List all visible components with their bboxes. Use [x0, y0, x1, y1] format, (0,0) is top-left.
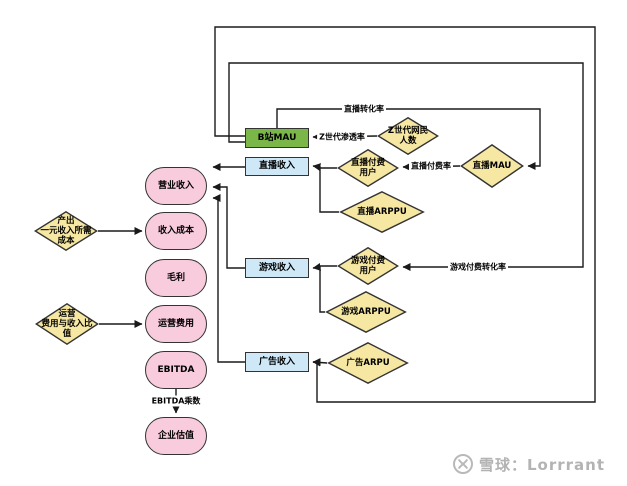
node-cost-per-yuan-revenue-label: 产出 一元收入所需 成本	[40, 215, 92, 247]
node-ad-arpu: 广告ARPU	[327, 342, 409, 384]
node-revenue-cost-label: 收入成本	[157, 225, 194, 236]
edge-game-revenue-to-operating-revenue	[212, 183, 245, 269]
node-bmau-label: B站MAU	[257, 132, 297, 143]
node-enterprise-valuation: 企业估值	[145, 417, 207, 455]
edge-label-game-paying-conversion-rate: 游戏付费转化率	[448, 261, 508, 273]
node-live-mau-label: 直播MAU	[472, 160, 512, 171]
node-game-paying-users-label: 游戏付费 用户	[350, 255, 385, 276]
watermark: 雪球：Lorrrant	[452, 453, 605, 475]
edge-game-arppu-to-game-revenue	[312, 262, 325, 313]
node-game-arppu-label: 游戏ARPPU	[341, 306, 391, 317]
edge-ad-arpu-to-ad-revenue	[312, 358, 328, 367]
edge-live-arppu-to-live-revenue	[312, 163, 339, 213]
edge-label-live-conversion-rate: 直播转化率	[342, 103, 386, 115]
node-enterprise-valuation-label: 企业估值	[157, 430, 194, 441]
node-operating-revenue-label: 营业收入	[157, 180, 194, 191]
edge-bmau-to-game-paying-users	[228, 62, 584, 271]
diamond-shape	[327, 342, 409, 384]
node-live-revenue: 直播收入	[245, 157, 309, 176]
diamond-shape	[34, 211, 98, 251]
node-operating-revenue: 营业收入	[145, 167, 207, 205]
diamond-shape	[325, 291, 407, 333]
node-game-revenue-label: 游戏收入	[258, 262, 295, 273]
node-z-gen-netizens-label: Z世代网民 人数	[387, 125, 429, 146]
node-live-paying-users-label: 直播付费 用户	[350, 157, 385, 178]
node-opex-to-revenue-ratio: 运营 费用与收入比 值	[35, 303, 99, 345]
node-cost-per-yuan-revenue: 产出 一元收入所需 成本	[34, 211, 98, 251]
edge-ad-revenue-to-operating-revenue	[212, 194, 245, 363]
node-z-gen-netizens: Z世代网民 人数	[377, 117, 439, 155]
edge-label-ebitda-multiple: EBITDA乘数	[149, 395, 203, 407]
node-revenue-cost: 收入成本	[145, 212, 207, 250]
diamond-shape	[337, 247, 399, 285]
node-bmau: B站MAU	[245, 128, 309, 148]
node-operating-expense: 运营费用	[145, 305, 207, 343]
diamond-shape	[460, 144, 524, 188]
xueqiu-logo-icon	[453, 454, 473, 474]
node-ad-arpu-label: 广告ARPU	[346, 357, 390, 368]
node-ad-revenue-label: 广告收入	[258, 356, 295, 367]
diamond-shape	[337, 149, 399, 187]
node-ebitda-label: EBITDA	[157, 364, 195, 375]
node-live-arppu: 直播ARPPU	[339, 191, 425, 233]
node-gross-profit-label: 毛利	[166, 272, 185, 283]
node-game-paying-users: 游戏付费 用户	[337, 247, 399, 285]
diamond-shape	[339, 191, 425, 233]
node-game-revenue: 游戏收入	[245, 258, 309, 278]
node-live-paying-users: 直播付费 用户	[337, 149, 399, 187]
node-live-revenue-label: 直播收入	[258, 161, 295, 172]
edge-label-z-gen-penetration-rate: Z世代渗透率	[317, 131, 367, 143]
node-opex-to-revenue-ratio-label: 运营 费用与收入比 值	[41, 308, 93, 340]
watermark-text: 雪球：Lorrrant	[479, 455, 606, 474]
node-game-arppu: 游戏ARPPU	[325, 291, 407, 333]
diamond-shape	[35, 303, 99, 345]
node-ebitda: EBITDA	[145, 351, 207, 389]
node-gross-profit: 毛利	[145, 259, 207, 297]
edge-bmau-to-live-mau	[276, 108, 541, 170]
node-live-mau: 直播MAU	[460, 144, 524, 188]
edge-bmau-to-ad-revenue	[214, 26, 596, 403]
edge-label-live-paying-rate: 直播付费率	[409, 160, 453, 172]
node-live-arppu-label: 直播ARPPU	[357, 206, 407, 217]
node-operating-expense-label: 运营费用	[157, 318, 194, 329]
diamond-shape	[377, 117, 439, 155]
node-ad-revenue: 广告收入	[245, 352, 309, 372]
